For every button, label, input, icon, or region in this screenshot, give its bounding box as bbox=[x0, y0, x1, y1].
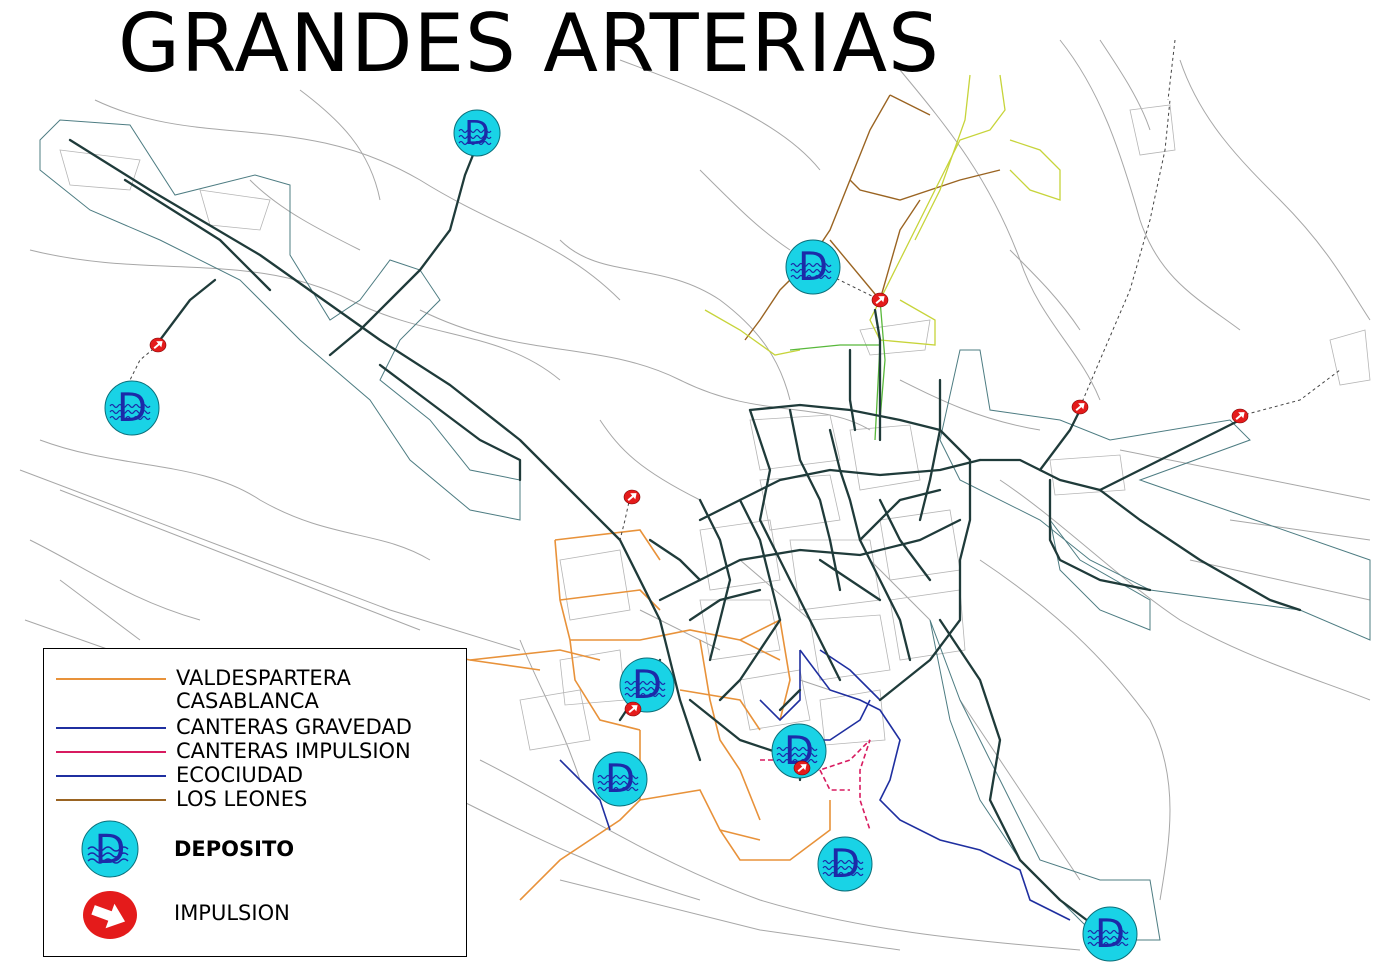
impulsion-marker bbox=[149, 337, 167, 353]
legend-label-los-leones: LOS LEONES bbox=[176, 787, 308, 811]
impulsion-legend-icon bbox=[83, 891, 137, 939]
deposito-legend-icon: D bbox=[81, 820, 139, 878]
svg-text:D: D bbox=[95, 827, 126, 873]
impulsion-marker bbox=[1231, 408, 1249, 424]
legend-line-los-leones bbox=[56, 799, 166, 801]
impulsion-marker bbox=[1071, 399, 1089, 415]
deposito-markers: D D D D D D D D bbox=[104, 109, 1138, 962]
deposito-letter: D bbox=[830, 842, 860, 887]
impulsion-marker bbox=[793, 760, 811, 776]
zone-boundaries bbox=[39, 119, 1371, 941]
deposito-letter: D bbox=[464, 113, 489, 152]
impulsion-markers bbox=[149, 292, 1249, 776]
impulsion-marker bbox=[624, 701, 642, 717]
background-streets bbox=[19, 39, 1371, 951]
impulsion-marker bbox=[623, 489, 641, 505]
legend-label-valdespartera: VALDESPARTERA CASABLANCA bbox=[176, 666, 351, 714]
legend-line-canteras-gravedad bbox=[56, 727, 166, 729]
legend-label-ecociudad: ECOCIUDAD bbox=[176, 763, 304, 787]
deposito-marker: D bbox=[771, 723, 827, 779]
deposito-marker: D bbox=[785, 239, 841, 295]
legend-item-ecociudad: ECOCIUDAD bbox=[56, 763, 303, 787]
legend-item-canteras-gravedad: CANTERAS GRAVEDAD bbox=[56, 715, 412, 739]
legend-line-canteras-impulsion bbox=[56, 751, 166, 753]
legend: VALDESPARTERA CASABLANCA CANTERAS GRAVED… bbox=[43, 648, 467, 957]
green-network bbox=[704, 74, 1061, 441]
deposito-letter: D bbox=[1095, 912, 1125, 957]
deposito-marker: D bbox=[817, 836, 873, 892]
deposito-marker: D bbox=[619, 657, 675, 713]
deposito-marker: D bbox=[1082, 906, 1138, 962]
deposito-marker: D bbox=[453, 109, 501, 157]
legend-label-canteras-impulsion: CANTERAS IMPULSION bbox=[176, 739, 411, 763]
los-leones-network bbox=[744, 94, 1001, 341]
legend-item-los-leones: LOS LEONES bbox=[56, 787, 307, 811]
deposito-letter: D bbox=[632, 663, 662, 708]
map-title: GRANDES ARTERIAS bbox=[118, 0, 940, 90]
legend-line-valdespartera bbox=[56, 678, 166, 680]
legend-label-canteras-gravedad: CANTERAS GRAVEDAD bbox=[176, 715, 412, 739]
deposito-marker: D bbox=[104, 380, 160, 436]
deposito-letter: D bbox=[117, 386, 147, 431]
deposito-letter: D bbox=[798, 245, 828, 290]
legend-line-ecociudad bbox=[56, 775, 166, 777]
deposito-marker: D bbox=[592, 751, 648, 807]
impulsion-marker bbox=[871, 292, 889, 308]
legend-label-impulsion: IMPULSION bbox=[174, 901, 290, 925]
deposito-letter: D bbox=[605, 757, 635, 802]
legend-item-canteras-impulsion: CANTERAS IMPULSION bbox=[56, 739, 411, 763]
legend-item-valdespartera: VALDESPARTERA CASABLANCA bbox=[56, 666, 351, 713]
legend-label-deposito: DEPOSITO bbox=[174, 837, 295, 861]
